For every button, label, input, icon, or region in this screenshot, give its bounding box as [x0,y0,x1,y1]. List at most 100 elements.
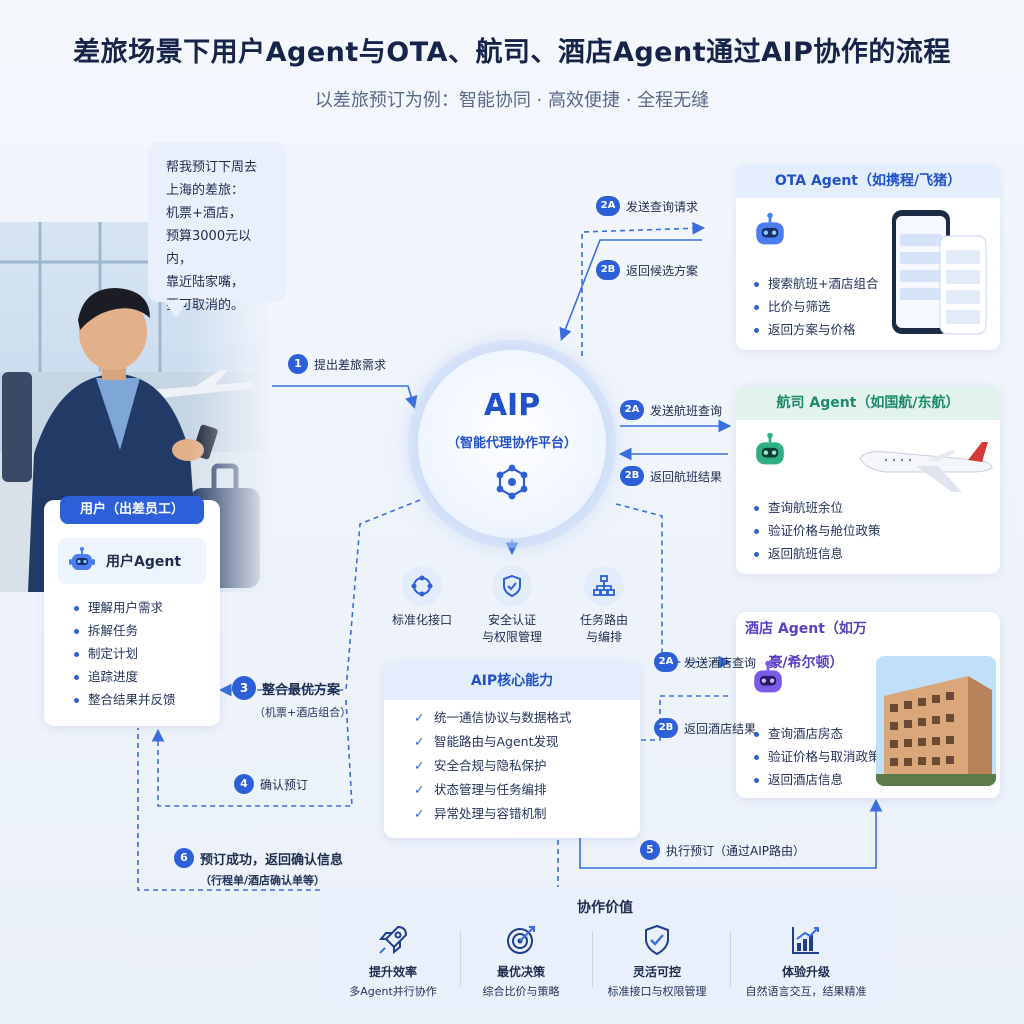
collaboration-value-panel: 协作价值 提升效率 多Agent并行协作 最优决策 综合比价与策略 灵活可控 标… [320,887,890,1003]
airline-agent-card: 航司 Agent（如国航/东航） 查询航班余位 验证价格与舱位政策 返回航班信息 [736,386,1000,574]
bubble-line: 上海的差旅： [166,179,274,202]
step-2a-airline-label: 2A 发送航班查询 [620,400,722,420]
list-item: 整合结果并反馈 [72,688,176,711]
step-badge: 6 [174,848,194,868]
feature-label: 安全认证 [466,612,558,629]
core-title: AIP核心能力 [384,662,640,700]
hub-feature-interface: 标准化接口 [376,566,468,629]
user-request-bubble: 帮我预订下周去 上海的差旅： 机票+酒店， 预算3000元以内， 靠近陆家嘴， … [148,142,286,302]
step-text: 发送航班查询 [650,402,722,419]
list-item: 返回方案与价格 [752,318,878,341]
list-item: 智能路由与Agent发现 [414,730,640,754]
page-title: 差旅场景下用户Agent与OTA、航司、酒店Agent通过AIP协作的流程 [0,30,1024,69]
value-item-sub: 标准接口与权限管理 [592,983,722,999]
step-badge: 4 [234,774,254,794]
step-text: 发送酒店查询 [684,654,756,671]
step-5-label: 5 执行预订（通过AIP路由） [640,840,805,860]
list-item: 理解用户需求 [72,596,176,619]
airplane-image [856,436,996,500]
robot-icon [66,545,98,577]
hub-feature-routing: 任务路由 与编排 [558,566,650,646]
hub-title: AIP [418,388,606,423]
step-1-label: 1 提出差旅需求 [288,354,386,374]
feature-label: 与编排 [558,629,650,646]
feature-label: 与权限管理 [466,629,558,646]
step-text: 整合最优方案 [262,679,340,698]
value-item-title: 灵活可控 [592,963,722,980]
feature-label: 标准化接口 [376,612,468,629]
robot-icon [748,210,792,258]
step-text: 执行预订（通过AIP路由） [666,842,805,859]
list-item: 查询航班余位 [752,496,881,519]
list-item: 返回航班信息 [752,542,881,565]
ota-agent-card: OTA Agent（如携程/飞猪） 搜索航班+酒店组合 比价与筛选 返回方案与价… [736,164,1000,350]
user-card-header: 用户（出差员工） [60,496,204,524]
step-badge: 1 [288,354,308,374]
step-badge: 3 [232,676,256,700]
value-item-efficiency: 提升效率 多Agent并行协作 [328,923,458,999]
core-list: 统一通信协议与数据格式 智能路由与Agent发现 安全合规与隐私保护 状态管理与… [384,700,640,826]
step-2b-hotel-label: 2B 返回酒店结果 [654,718,756,738]
step-badge: 2B [654,718,678,738]
step-text: 返回候选方案 [626,262,698,279]
page-subtitle: 以差旅预订为例：智能协同 · 高效便捷 · 全程无缝 [0,86,1024,112]
step-text: 返回航班结果 [650,468,722,485]
value-item-sub: 多Agent并行协作 [328,983,458,999]
list-item: 验证价格与舱位政策 [752,519,881,542]
step-text: 确认预订 [260,776,308,793]
list-item: 比价与筛选 [752,295,878,318]
step-badge: 5 [640,840,660,860]
step-2a-hotel-label: 2A 发送酒店查询 [654,652,756,672]
feature-label: 任务路由 [558,612,650,629]
phone-mockup-image [890,208,990,338]
shield-check-icon [492,566,532,606]
step-text: 发送查询请求 [626,198,698,215]
ota-agent-title: OTA Agent（如携程/飞猪） [736,164,1000,198]
target-icon [504,942,538,961]
step-badge: 2A [596,196,620,216]
step-badge: 2A [620,400,644,420]
hierarchy-icon [584,566,624,606]
step-2b-airline-label: 2B 返回航班结果 [620,466,722,486]
value-title: 协作价值 [320,897,890,917]
step-4-label: 4 确认预订 [234,774,308,794]
network-icon [492,462,532,506]
step-2a-ota-label: 2A 发送查询请求 [596,196,698,216]
bubble-line: 机票+酒店， [166,202,274,225]
list-item: 异常处理与容错机制 [414,802,640,826]
list-item: 统一通信协议与数据格式 [414,706,640,730]
list-item: 查询酒店房态 [752,722,881,745]
step-badge: 2B [596,260,620,280]
value-item-title: 提升效率 [328,963,458,980]
list-item: 返回酒店信息 [752,768,881,791]
list-item: 追踪进度 [72,665,176,688]
value-item-sub: 自然语言交互，结果精准 [726,983,886,999]
list-item: 安全合规与隐私保护 [414,754,640,778]
step-badge: 2B [620,466,644,486]
user-agent-row: 用户Agent [58,538,206,584]
network-icon [402,566,442,606]
bubble-line: 预算3000元以内， [166,225,274,271]
value-item-sub: 综合比价与策略 [456,983,586,999]
bubble-line: 靠近陆家嘴， [166,271,274,294]
value-item-title: 最优决策 [456,963,586,980]
step-subtext: （机票+酒店组合） [254,704,351,720]
hotel-building-image [876,656,996,786]
hotel-task-list: 查询酒店房态 验证价格与取消政策 返回酒店信息 [752,722,881,791]
step-text: 预订成功，返回确认信息 [200,849,343,868]
hotel-agent-card: 酒店 Agent（如万豪/希尔顿） 查询酒店房态 验证价格与取消政策 返回酒店信… [736,612,1000,798]
shield-icon [640,942,674,961]
user-task-list: 理解用户需求 拆解任务 制定计划 追踪进度 整合结果并反馈 [72,596,176,711]
aip-hub: AIP （智能代理协作平台） [418,350,606,538]
value-item-experience: 体验升级 自然语言交互，结果精准 [726,923,886,999]
bubble-line: 帮我预订下周去 [166,156,274,179]
aip-core-capabilities: AIP核心能力 统一通信协议与数据格式 智能路由与Agent发现 安全合规与隐私… [384,662,640,838]
hub-feature-security: 安全认证 与权限管理 [466,566,558,646]
list-item: 状态管理与任务编排 [414,778,640,802]
robot-icon [748,430,792,478]
growth-chart-icon [789,942,823,961]
step-6-label: 6 预订成功，返回确认信息 （行程单/酒店确认单等） [174,848,343,888]
user-agent-label: 用户Agent [106,551,181,571]
step-3-label: 3 整合最优方案 （机票+酒店组合） [232,676,351,720]
step-2b-ota-label: 2B 返回候选方案 [596,260,698,280]
